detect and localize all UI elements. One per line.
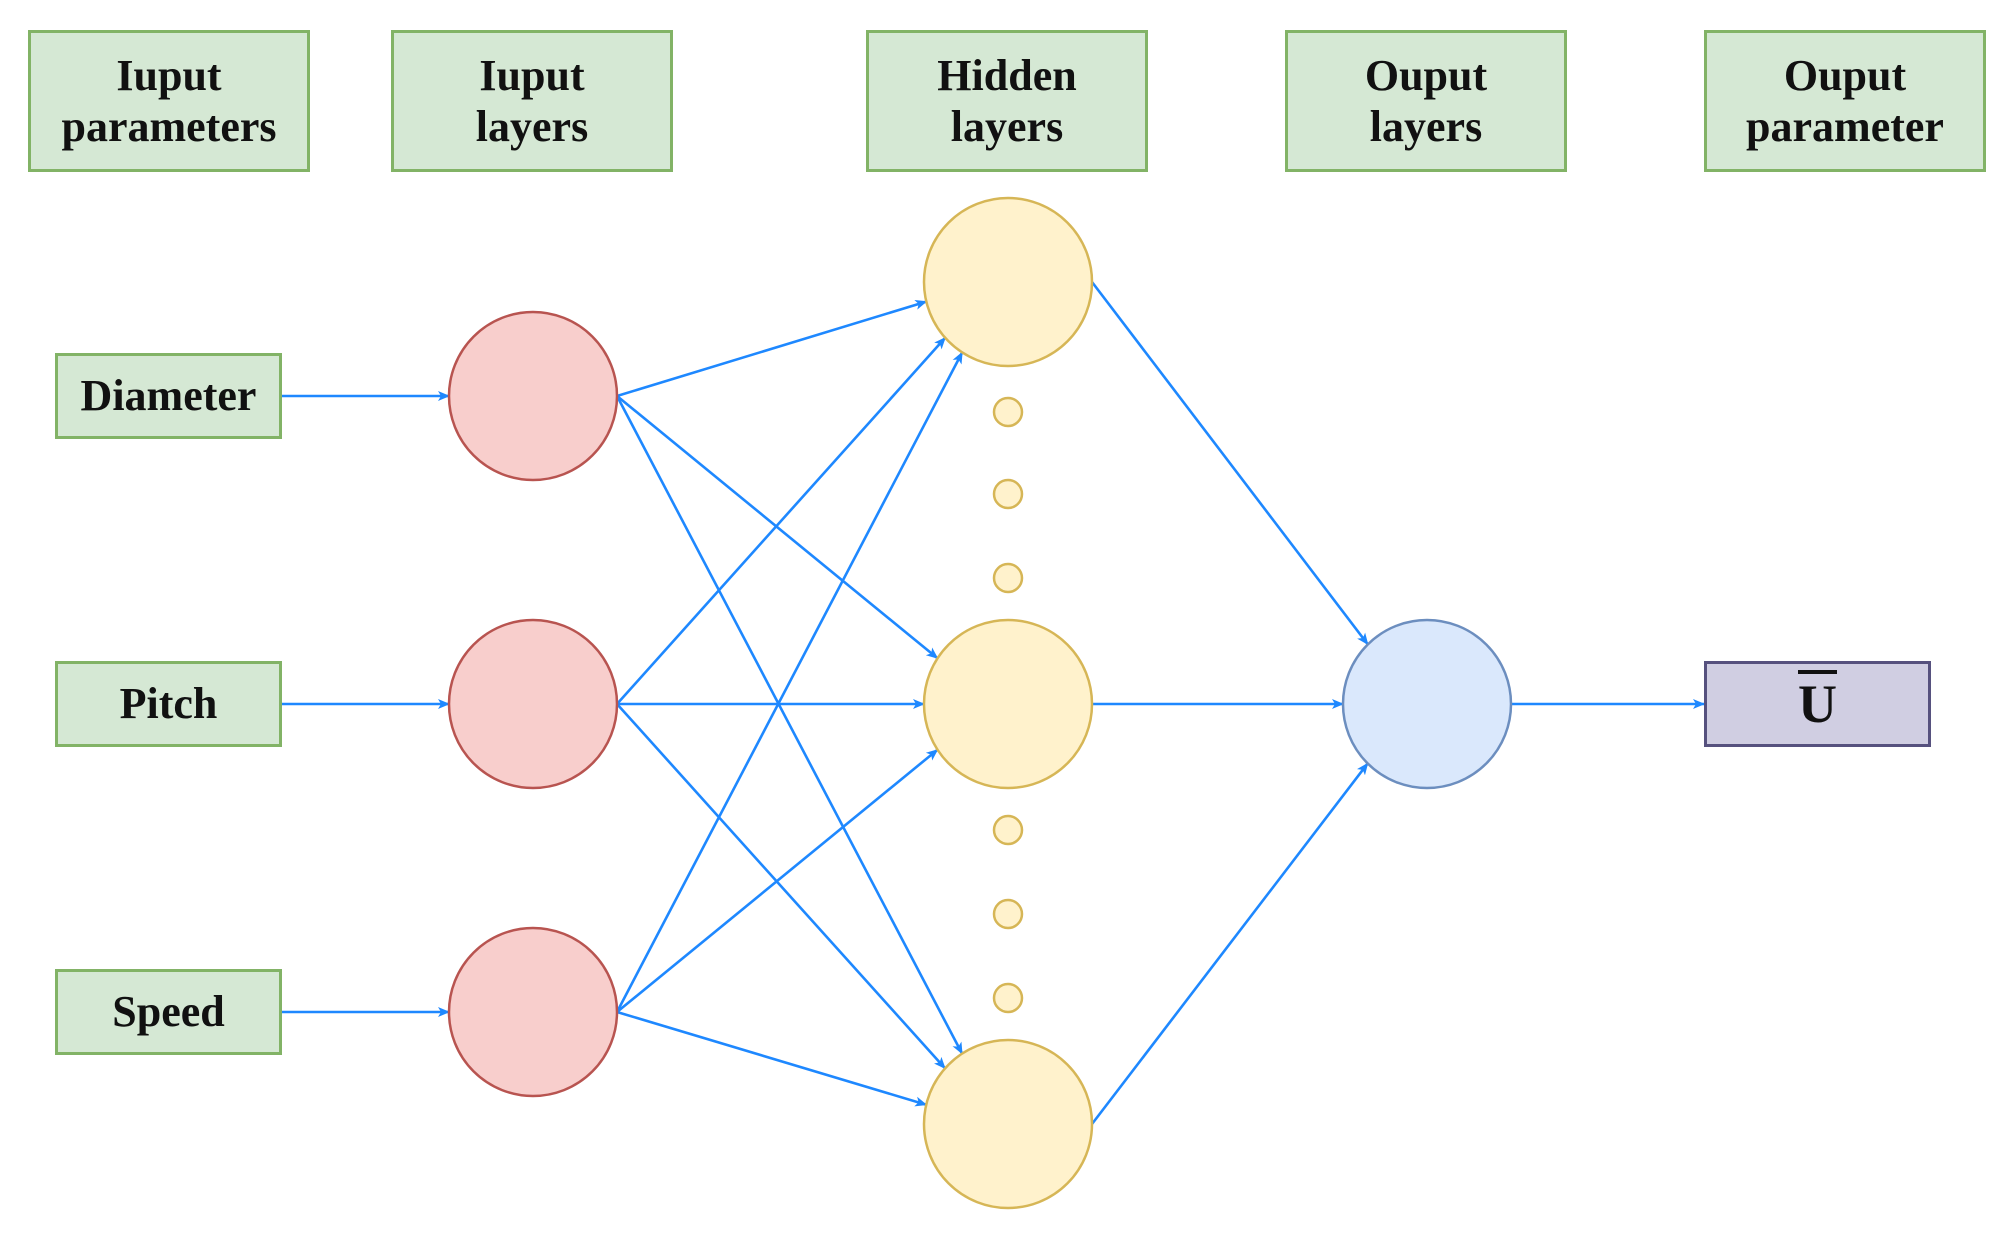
nodes bbox=[447, 196, 1513, 1210]
hidden-ellipsis-dot-1-1 bbox=[992, 396, 1024, 428]
edge-input1-hidden3 bbox=[615, 395, 964, 1055]
input-speed: Speed bbox=[55, 969, 282, 1055]
output-symbol: U bbox=[1798, 673, 1837, 734]
edge-input1-hidden1 bbox=[616, 300, 928, 398]
input-node-3 bbox=[447, 926, 619, 1098]
edge-input3-hidden2 bbox=[616, 748, 939, 1014]
input-node-2 bbox=[447, 618, 619, 790]
hidden-node-1 bbox=[922, 196, 1094, 368]
header-output-layers: Ouput layers bbox=[1285, 30, 1567, 172]
input-pitch: Pitch bbox=[55, 661, 282, 747]
output-u-bar: U bbox=[1704, 661, 1931, 747]
output-node-1 bbox=[1341, 618, 1513, 790]
hidden-ellipsis-dot-2-1 bbox=[992, 814, 1024, 846]
hidden-node-2 bbox=[922, 618, 1094, 790]
input-node-1 bbox=[447, 310, 619, 482]
edge-input1-hidden2 bbox=[616, 394, 939, 660]
edge-hidden3-output bbox=[1090, 762, 1369, 1125]
edge-hidden1-output bbox=[1090, 281, 1369, 646]
hidden-ellipsis-dot-2-2 bbox=[992, 898, 1024, 930]
hidden-ellipsis-dot-2-3 bbox=[992, 982, 1024, 1014]
connections bbox=[282, 281, 1705, 1125]
header-input-parameters: Iuput parameters bbox=[28, 30, 310, 172]
hidden-node-3 bbox=[922, 1038, 1094, 1210]
header-output-parameter: Ouput parameter bbox=[1704, 30, 1986, 172]
edge-input3-hidden1 bbox=[615, 351, 964, 1013]
edge-input2-hidden1 bbox=[616, 336, 947, 705]
edge-input2-hidden3 bbox=[616, 703, 947, 1070]
header-input-layers: Iuput layers bbox=[391, 30, 673, 172]
edge-input3-hidden3 bbox=[616, 1010, 928, 1107]
input-diameter: Diameter bbox=[55, 353, 282, 439]
hidden-ellipsis-dot-1-2 bbox=[992, 478, 1024, 510]
hidden-ellipsis-dot-1-3 bbox=[992, 562, 1024, 594]
header-hidden-layers: Hidden layers bbox=[866, 30, 1148, 172]
